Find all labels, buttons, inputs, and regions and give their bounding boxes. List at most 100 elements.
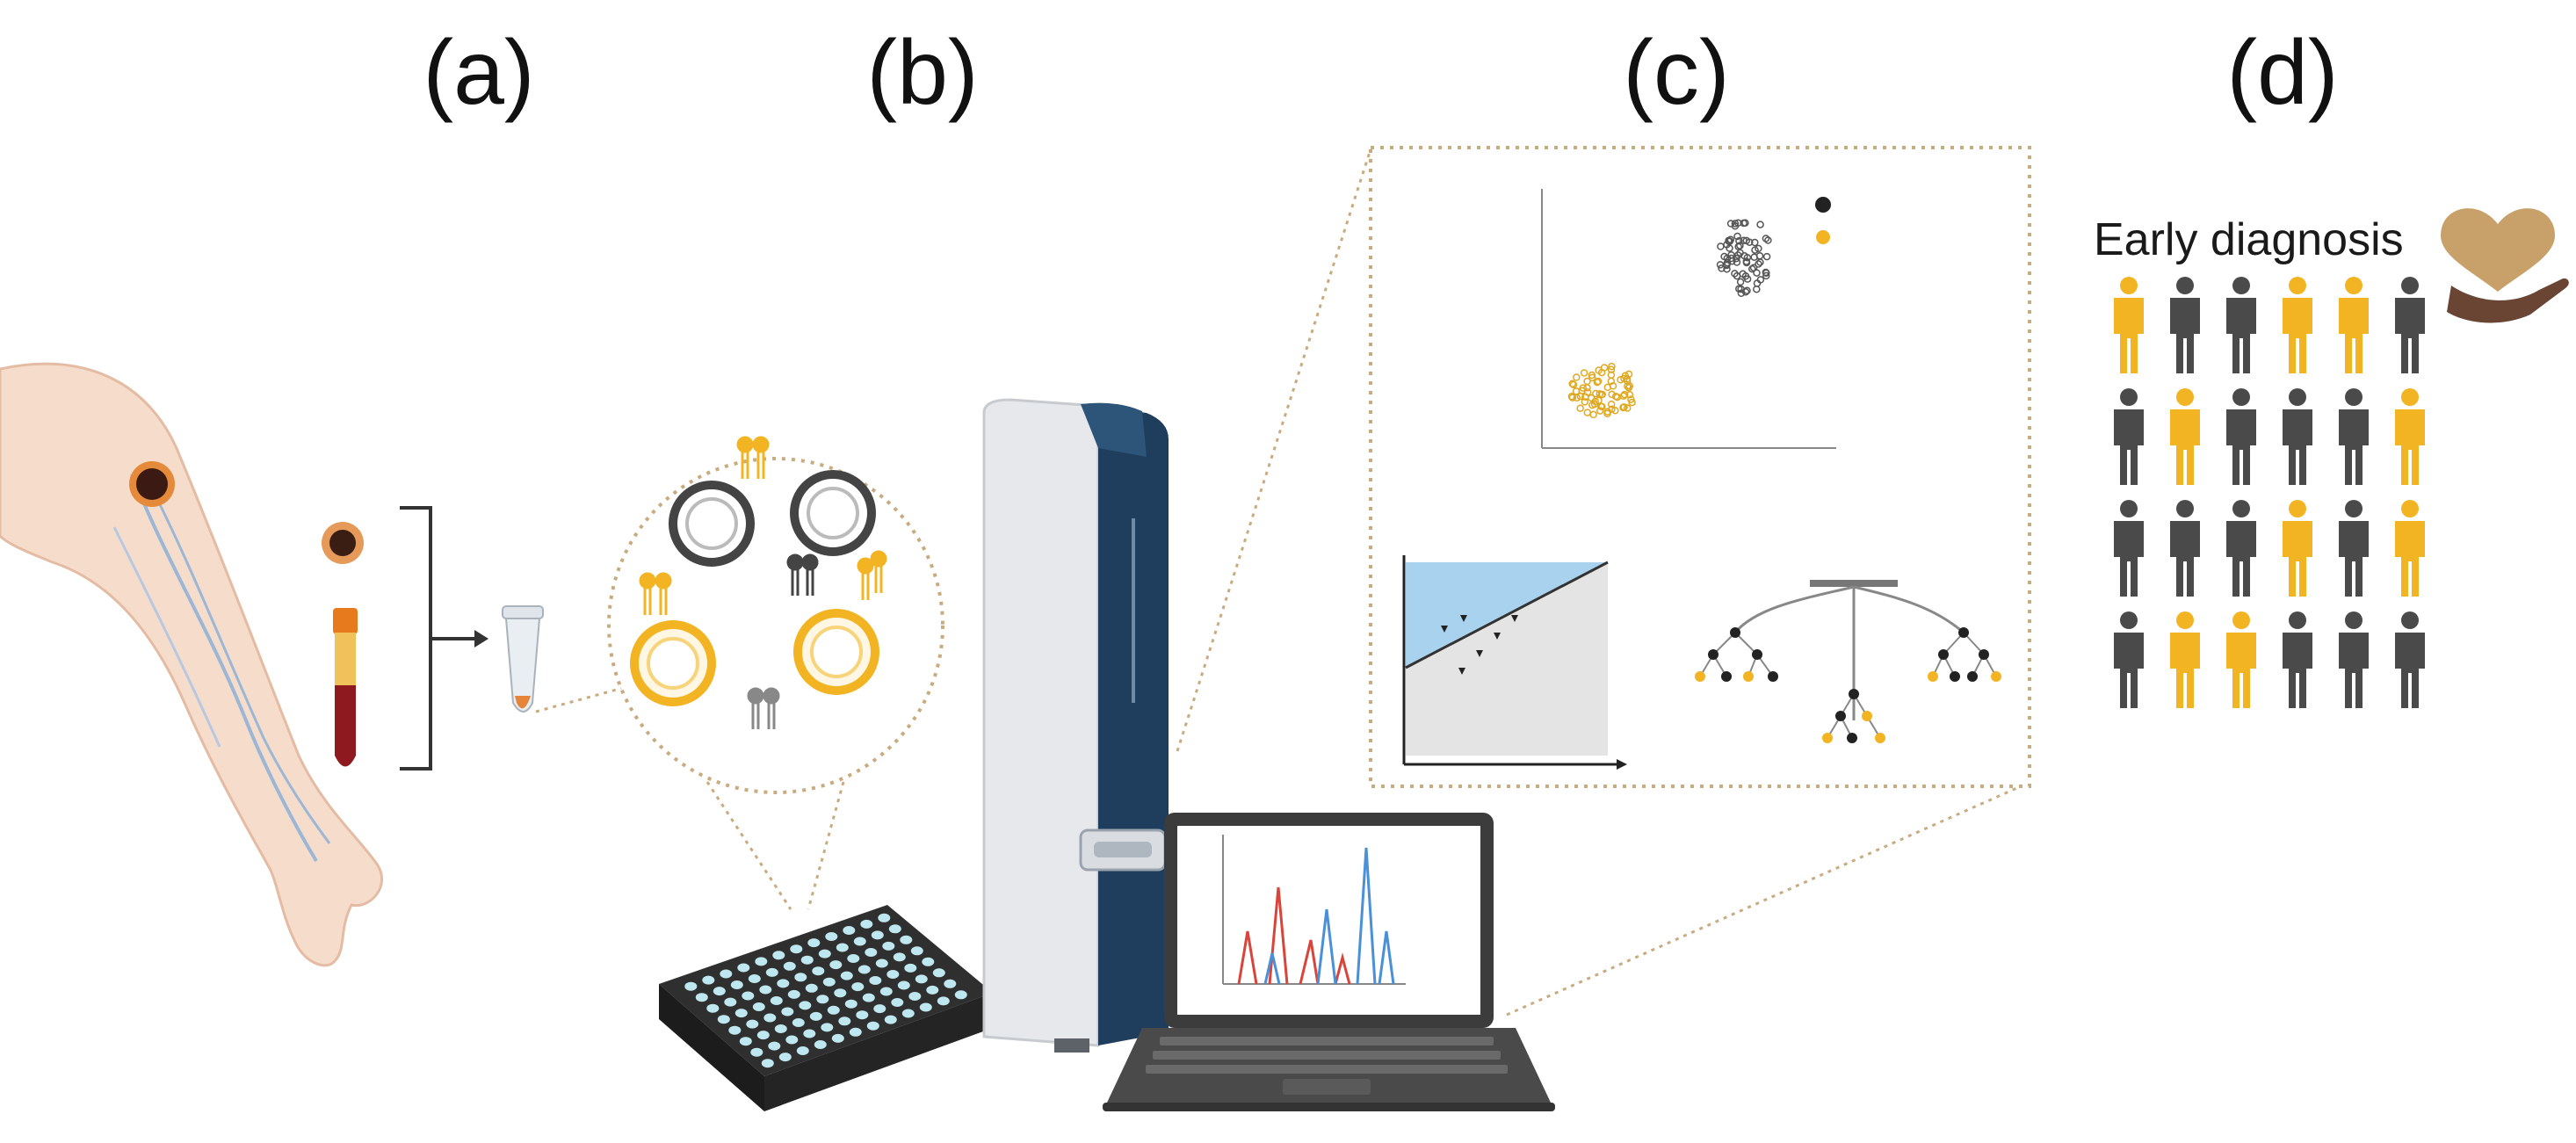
plate-well <box>809 1011 822 1021</box>
plate-well <box>756 1031 770 1040</box>
plate-well <box>805 983 818 993</box>
tree-node <box>1743 671 1754 682</box>
person-icon <box>2170 277 2200 373</box>
person-icon <box>2395 277 2425 373</box>
plate-well <box>777 979 790 988</box>
plate-well <box>932 968 945 978</box>
scatter-point <box>1607 400 1616 409</box>
plate-well <box>904 963 917 973</box>
scatter-point <box>1726 244 1733 252</box>
plate-well <box>814 1040 827 1049</box>
scatter-point <box>1569 380 1578 389</box>
plate-well <box>862 993 875 1002</box>
scatter-point <box>1576 392 1585 401</box>
panel-label-d: (d) <box>2226 22 2338 124</box>
scatter-point <box>1734 219 1742 228</box>
tree-nodes <box>1695 627 2001 743</box>
tree-node <box>1967 671 1978 682</box>
scatter-point <box>1581 398 1589 406</box>
plate-well <box>834 988 847 998</box>
scatter-point <box>1741 272 1750 280</box>
plate-well <box>785 1035 799 1045</box>
plate-well <box>821 1023 834 1032</box>
plate-well <box>922 957 935 966</box>
plate-well <box>737 963 750 973</box>
scatter-point <box>1603 383 1612 392</box>
plate-well <box>752 1002 765 1011</box>
lipid-icon <box>639 436 887 729</box>
tree-node <box>1721 671 1732 682</box>
plate-well <box>768 1041 781 1051</box>
tree-node <box>1991 671 2001 682</box>
plate-well <box>860 919 873 929</box>
plate-well <box>908 992 922 1001</box>
scatter-point <box>1590 400 1599 409</box>
laptop-icon <box>1103 813 1555 1111</box>
plate-well <box>742 991 755 1001</box>
plate-well <box>761 1059 774 1068</box>
scatter-point <box>1623 404 1632 412</box>
scatter-point <box>1733 271 1741 280</box>
plate-well <box>866 1021 879 1031</box>
scatter-point <box>1611 407 1619 415</box>
tree-node <box>1730 627 1740 638</box>
scatter-point <box>1608 362 1616 371</box>
scatter-point <box>1588 373 1596 381</box>
scatter-point <box>1762 252 1771 261</box>
scatter-point <box>1597 368 1606 377</box>
tree-node <box>1708 649 1719 660</box>
plate-well <box>695 993 708 1002</box>
person-icon <box>2339 277 2369 373</box>
tree-node <box>1958 627 1969 638</box>
plate-well <box>944 979 957 988</box>
scatter-point <box>1727 254 1735 263</box>
plate-well <box>794 973 807 982</box>
tree-node <box>1928 671 1938 682</box>
person-icon <box>2170 500 2200 597</box>
plate-well <box>800 955 814 965</box>
person-icon <box>2226 388 2256 485</box>
plate-well <box>790 944 803 954</box>
plate-well <box>818 949 831 959</box>
heart-in-hand-icon <box>2441 208 2569 323</box>
plate-well <box>713 987 726 996</box>
scatter-point <box>1762 235 1770 242</box>
tree-node <box>1849 689 1859 699</box>
person-icon <box>2395 388 2425 485</box>
decision-tree-diagram <box>1695 580 2001 743</box>
population-grid <box>2114 277 2425 708</box>
plate-well <box>770 996 783 1005</box>
plate-well <box>781 1007 794 1016</box>
scatter-point <box>1733 232 1741 241</box>
plate-well <box>888 924 901 934</box>
plate-well <box>900 935 913 944</box>
plate-well <box>746 1019 759 1029</box>
legend-marker-gold <box>1816 230 1830 244</box>
scatter-point <box>1740 251 1748 260</box>
tree-node <box>1768 671 1778 682</box>
plate-well <box>878 913 891 922</box>
plate-well <box>910 946 923 956</box>
plate-well <box>728 1025 742 1035</box>
plate-well <box>847 954 860 963</box>
plate-well <box>706 1003 720 1013</box>
scatter-point <box>1595 396 1603 405</box>
scatter-point <box>1762 269 1770 278</box>
plate-well <box>857 965 871 974</box>
person-icon <box>2283 388 2312 485</box>
plate-zoom-lines <box>706 781 845 910</box>
legend-marker-dark <box>1815 197 1831 213</box>
plate-well <box>702 975 715 985</box>
plate-well <box>926 985 939 995</box>
plate-well <box>891 998 904 1007</box>
scatter-point <box>1583 388 1592 396</box>
scatter-point <box>1751 238 1759 247</box>
plate-well <box>684 981 698 991</box>
scatter-point <box>1619 403 1627 411</box>
person-icon <box>2339 388 2369 485</box>
person-icon <box>2226 277 2256 373</box>
instrument-zoom-line <box>1176 148 1372 752</box>
scatter-point <box>1717 242 1725 250</box>
panel-label-c: (c) <box>1623 22 1729 124</box>
scatter-point <box>1603 408 1612 416</box>
